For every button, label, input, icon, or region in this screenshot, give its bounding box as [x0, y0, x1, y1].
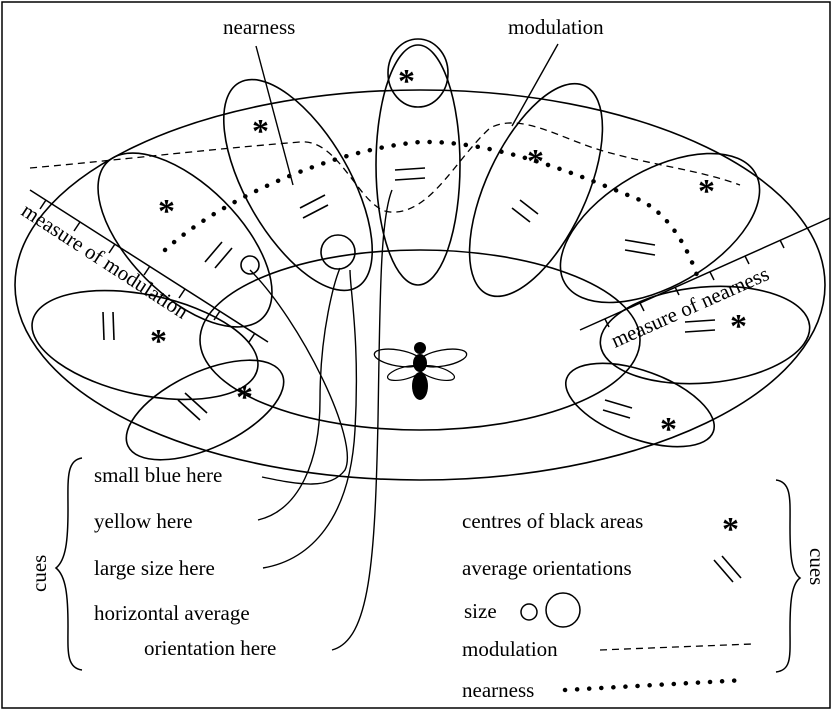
star: *: [698, 173, 715, 210]
legend-nearness-label: nearness: [462, 678, 534, 702]
star: *: [236, 379, 253, 416]
legend-orientation-icon: [714, 556, 741, 582]
legend-small-circle: [521, 604, 537, 620]
field-right-lower: [555, 346, 725, 463]
star: *: [660, 411, 677, 448]
star: *: [158, 193, 175, 230]
field-nearness: [194, 57, 402, 313]
receptive-fields: [22, 39, 814, 480]
legend-nearness-line: [565, 680, 745, 690]
legend-modulation-label: modulation: [462, 637, 558, 661]
star: *: [150, 323, 167, 360]
left-brace: [56, 458, 82, 670]
star: *: [398, 63, 415, 100]
right-brace: [776, 480, 800, 672]
legend-centres-label: centres of black areas: [462, 509, 643, 533]
modulation-line: [30, 123, 740, 212]
bee-icon: [373, 342, 468, 400]
legend-orientations-label: average orientations: [462, 556, 632, 580]
field-top-small: [388, 39, 448, 107]
legend-large-circle: [546, 593, 580, 627]
orientation-marks: [103, 168, 715, 420]
nearness-label: nearness: [223, 15, 295, 39]
modulation-label: modulation: [508, 15, 604, 39]
legend-size-label: size: [464, 599, 497, 623]
small-size-circle: [241, 256, 259, 274]
yellow-label: yellow here: [94, 509, 193, 533]
legend-modulation-line: [600, 644, 752, 650]
horizontal-label-line2: orientation here: [144, 636, 276, 660]
large-size-label: large size here: [94, 556, 215, 580]
large-size-circle: [321, 235, 355, 269]
legend-star: *: [722, 511, 739, 548]
horizontal-label-line1: horizontal average: [94, 601, 250, 625]
field-right-upper: [442, 65, 630, 316]
star: *: [527, 143, 544, 180]
nearness-line: [165, 142, 700, 285]
cues-right-label: cues: [805, 548, 829, 585]
cues-left-label: cues: [27, 555, 51, 592]
small-blue-label: small blue here: [94, 463, 222, 487]
modulation-axis: [30, 190, 268, 342]
star: *: [252, 113, 269, 150]
star: *: [730, 308, 747, 345]
black-area-centres: * * * * * * * * *: [150, 63, 747, 448]
